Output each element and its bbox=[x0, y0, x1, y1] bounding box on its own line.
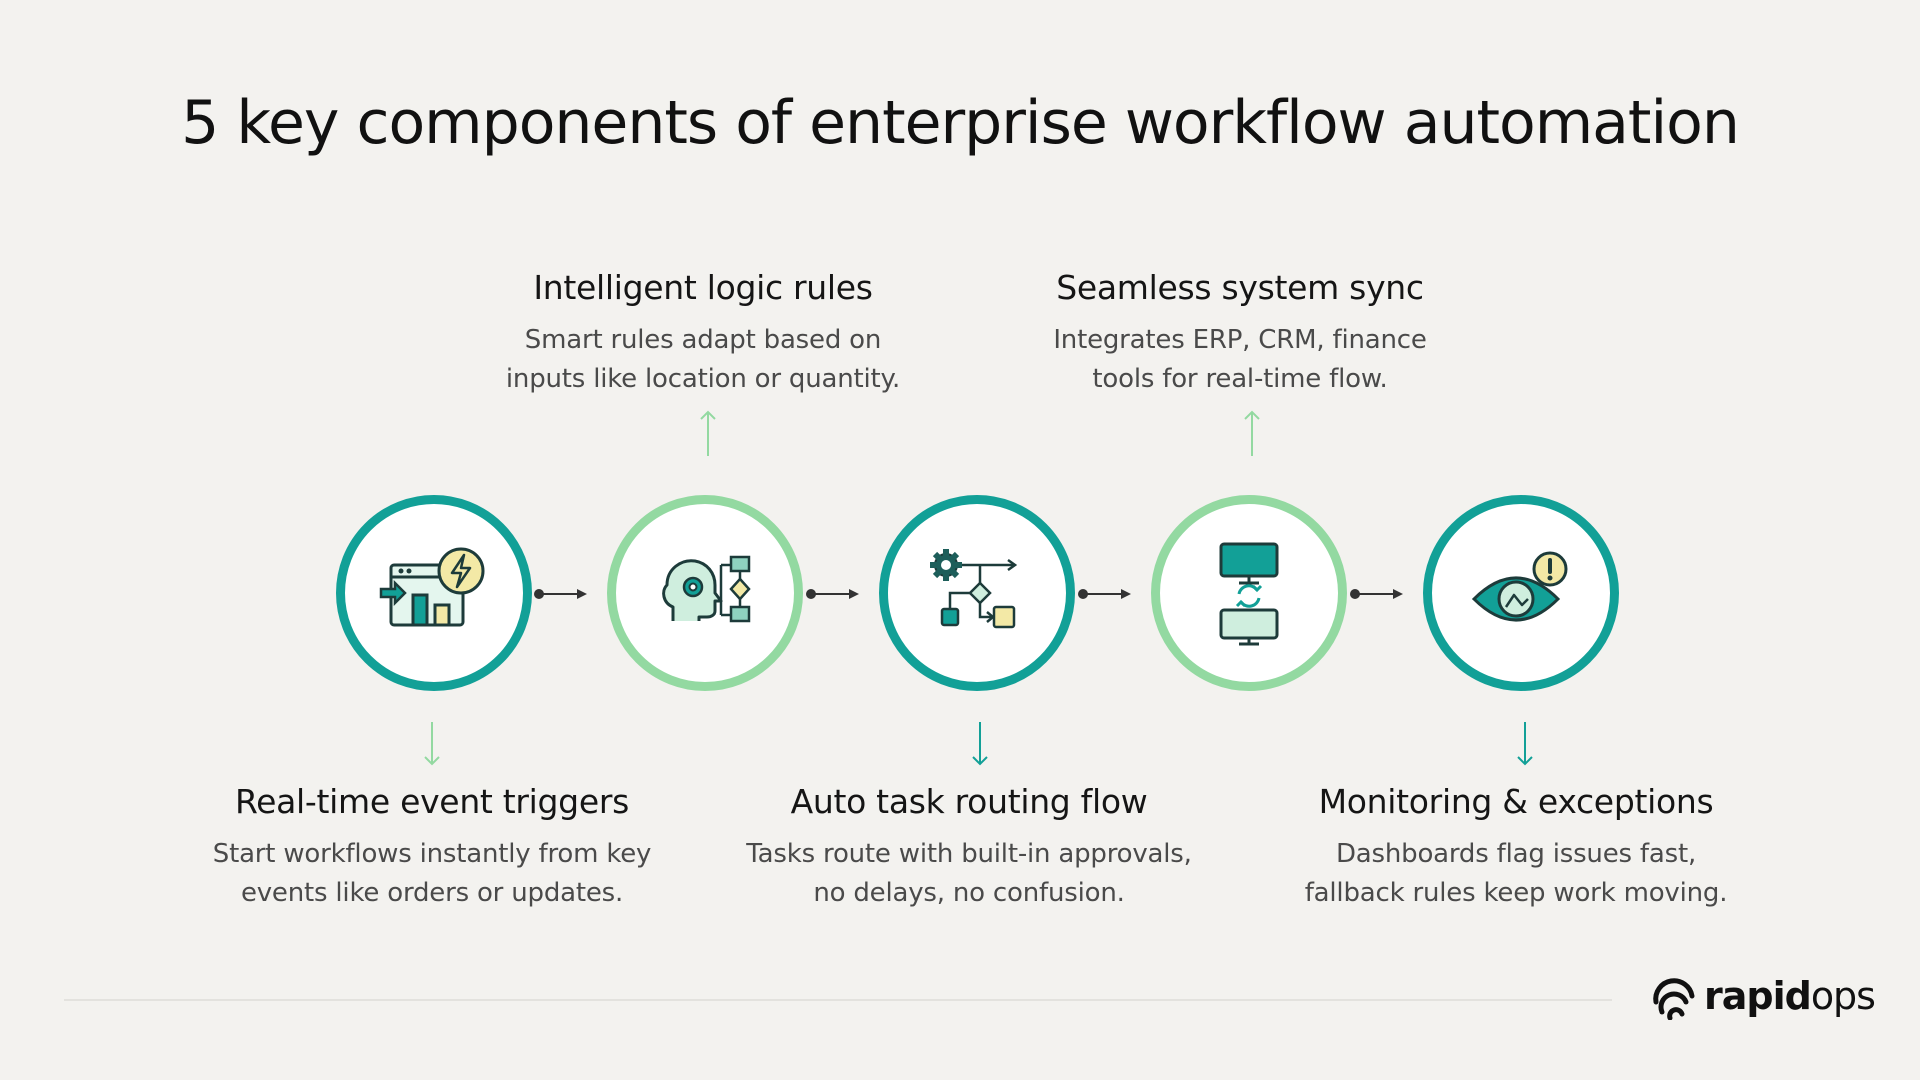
event-trigger-icon bbox=[379, 547, 485, 627]
footer-divider bbox=[64, 999, 1612, 1001]
circle-real-time-event-triggers bbox=[336, 495, 532, 691]
task-routing-icon bbox=[930, 549, 1018, 629]
brand-wordmark: rapidops bbox=[1704, 974, 1876, 1018]
label-intelligent-logic-rules: Intelligent logic rules Smart rules adap… bbox=[453, 268, 953, 399]
component-heading: Seamless system sync bbox=[1056, 268, 1424, 307]
component-description: Tasks route with built-in approvals, no … bbox=[746, 839, 1192, 908]
component-description: Dashboards flag issues fast, fallback ru… bbox=[1304, 839, 1728, 908]
arrow-down-icon bbox=[424, 722, 440, 766]
component-description: Start workflows instantly from key event… bbox=[212, 839, 652, 908]
page-title: 5 key components of enterprise workflow … bbox=[181, 88, 1740, 158]
component-description: Integrates ERP, CRM, finance tools for r… bbox=[1053, 325, 1427, 394]
monitoring-icon bbox=[1471, 551, 1568, 622]
connector-arrow-icon bbox=[1350, 589, 1403, 599]
arrow-down-icon bbox=[1517, 722, 1533, 766]
circle-intelligent-logic-rules bbox=[607, 495, 803, 691]
system-sync-icon bbox=[1219, 542, 1279, 646]
circle-monitoring-exceptions bbox=[1423, 495, 1619, 691]
circle-auto-task-routing-flow bbox=[879, 495, 1075, 691]
component-heading: Real-time event triggers bbox=[234, 782, 629, 821]
brand-logo: rapidops bbox=[1650, 972, 1876, 1020]
arrow-up-icon bbox=[1244, 410, 1260, 456]
component-heading: Auto task routing flow bbox=[790, 782, 1148, 821]
connector-arrow-icon bbox=[1078, 589, 1131, 599]
arrow-up-icon bbox=[700, 410, 716, 456]
arrow-down-icon bbox=[972, 722, 988, 766]
connector-arrow-icon bbox=[806, 589, 859, 599]
logic-rules-icon bbox=[662, 555, 751, 623]
connector-arrow-icon bbox=[534, 589, 587, 599]
rapidops-logo-icon bbox=[1653, 978, 1695, 1020]
label-auto-task-routing-flow: Auto task routing flow Tasks route with … bbox=[719, 782, 1219, 913]
label-real-time-event-triggers: Real-time event triggers Start workflows… bbox=[182, 782, 682, 913]
component-description: Smart rules adapt based on inputs like l… bbox=[505, 325, 901, 394]
component-heading: Intelligent logic rules bbox=[533, 268, 873, 307]
circle-seamless-system-sync bbox=[1151, 495, 1347, 691]
component-heading: Monitoring & exceptions bbox=[1318, 782, 1714, 821]
label-seamless-system-sync: Seamless system sync Integrates ERP, CRM… bbox=[990, 268, 1490, 399]
label-monitoring-exceptions: Monitoring & exceptions Dashboards flag … bbox=[1266, 782, 1766, 913]
